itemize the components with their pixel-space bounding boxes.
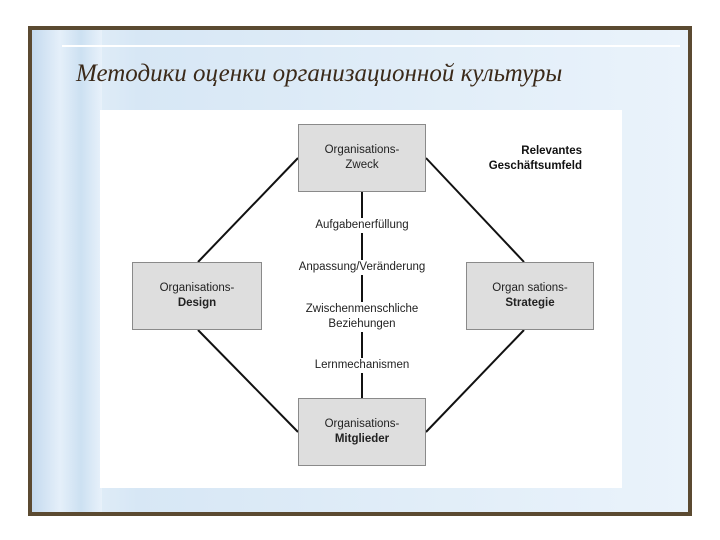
box-label: Strategie [505, 297, 555, 309]
box-organisations-zweck: Organisations- Zweck [298, 124, 426, 192]
box-organisations-design: Organisations- Design [132, 262, 262, 330]
connector-top-right [425, 157, 525, 263]
title-divider [62, 45, 680, 47]
label-anpassung-veraenderung: Anpassung/Veränderung [283, 260, 441, 275]
slide-title: Методики оценки организационной культуры [76, 60, 563, 87]
box-label: Organisations- [324, 418, 400, 430]
environment-label: Relevantes Geschäftsumfeld [470, 144, 582, 174]
label-line: Beziehungen [328, 318, 396, 330]
label-zwischenmenschliche-beziehungen: Zwischenmenschliche Beziehungen [290, 302, 434, 332]
connector-top-left [197, 157, 299, 263]
box-label: Design [177, 297, 217, 309]
environment-line: Geschäftsumfeld [488, 160, 582, 172]
box-label: Mitglieder [334, 433, 390, 445]
box-organisations-mitglieder: Organisations- Mitglieder [298, 398, 426, 466]
connector-right-bottom [425, 329, 525, 433]
box-organisations-strategie: Organ sations- Strategie [466, 262, 594, 330]
decorative-column [32, 30, 102, 512]
box-label: Organisations- [324, 144, 400, 156]
environment-line: Relevantes [521, 145, 582, 157]
connector-left-bottom [197, 329, 299, 433]
box-label: Organ sations- [492, 282, 568, 294]
label-line: Zwischenmenschliche [305, 303, 419, 315]
box-label: Organisations- [159, 282, 235, 294]
label-aufgabenerfuellung: Aufgabenerfüllung [296, 218, 428, 233]
label-lernmechanismen: Lernmechanismen [300, 358, 424, 373]
box-label: Zweck [345, 159, 379, 171]
